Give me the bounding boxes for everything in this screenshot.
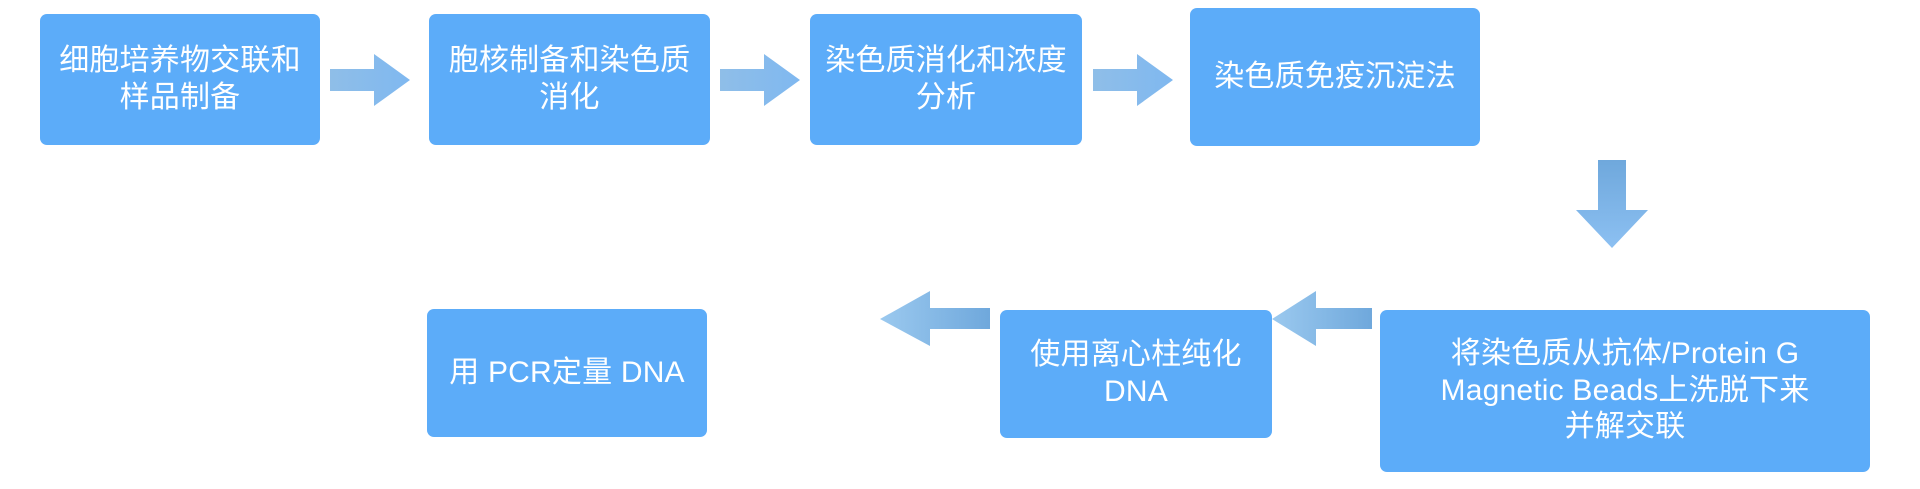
flow-node-crosslinking-and-sample-prep[interactable]: 细胞培养物交联和 样品制备 xyxy=(40,14,320,145)
arrow-left-step5-to-step6 xyxy=(1272,291,1372,346)
flow-node-chromatin-digestion-and-concentration-analysis[interactable]: 染色质消化和浓度 分析 xyxy=(810,14,1082,145)
flow-node-nuclei-prep-and-chromatin-digestion[interactable]: 胞核制备和染色质 消化 xyxy=(429,14,710,145)
arrow-right-step2-to-step3 xyxy=(720,54,800,106)
flow-node-dna-purification-spin-column[interactable]: 使用离心柱纯化 DNA xyxy=(1000,310,1272,438)
arrow-left-step6-to-step7 xyxy=(880,291,990,346)
flow-node-chromatin-immunoprecipitation[interactable]: 染色质免疫沉淀法 xyxy=(1190,8,1480,146)
flow-node-elution-and-reverse-crosslinking[interactable]: 将染色质从抗体/Protein G Magnetic Beads上洗脱下来 并解… xyxy=(1380,310,1870,472)
arrow-right-step1-to-step2 xyxy=(330,54,410,106)
arrow-down-step4-to-step5 xyxy=(1576,160,1648,248)
flow-node-quantify-dna-by-pcr[interactable]: 用 PCR定量 DNA xyxy=(427,309,707,437)
arrow-right-step3-to-step4 xyxy=(1093,54,1173,106)
